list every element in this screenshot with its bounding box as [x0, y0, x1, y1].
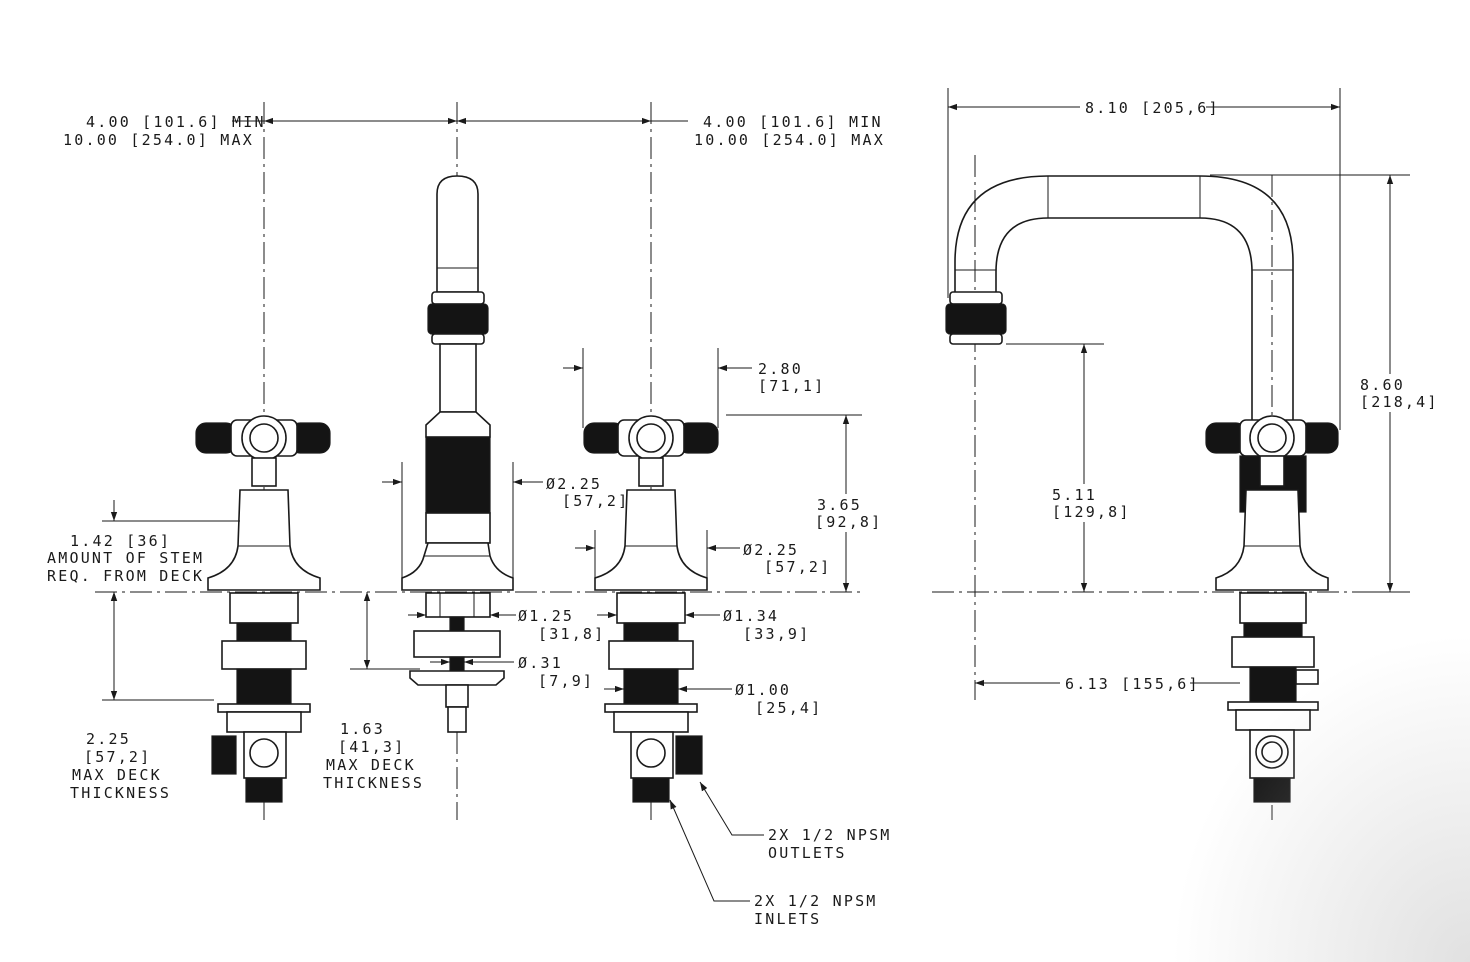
- handle-width-label-1: 2.80: [758, 360, 803, 378]
- spout-base-dia-label-2: [57,2]: [562, 492, 629, 510]
- deck-left-label-3: MAX DECK: [72, 766, 162, 784]
- spread-left-label-2: 10.00 [254.0] MAX: [63, 131, 254, 149]
- stem-amount-label-3: REQ. FROM DECK: [47, 567, 204, 585]
- deck-left-label-2: [57,2]: [84, 748, 151, 766]
- spout-front-view: [401, 175, 514, 733]
- spout-reach-label: 8.10 [205,6]: [1085, 99, 1220, 117]
- deck-mid-label-2: [41,3]: [338, 738, 405, 756]
- deck-left-label-4: THICKNESS: [70, 784, 171, 802]
- deck-mid-label-3: MAX DECK: [326, 756, 416, 774]
- spread-right-label-1: 4.00 [101.6] MIN: [703, 113, 883, 131]
- handle-base-dia-label-2: [57,2]: [764, 558, 831, 576]
- valve-thread-dia-label-1: Ø1.00: [735, 681, 791, 699]
- spout-height-label-2: [129,8]: [1052, 503, 1131, 521]
- spread-right-label-2: 10.00 [254.0] MAX: [694, 131, 885, 149]
- inlets-leader: [669, 799, 750, 902]
- left-handle-valve: [195, 415, 331, 803]
- right-handle-valve: [583, 415, 719, 803]
- overall-height-label-1: 8.60: [1360, 376, 1405, 394]
- handle-height-label-1: 3.65: [817, 496, 862, 514]
- outlets-label-2: OUTLETS: [768, 844, 847, 862]
- rod-dia-label-2: [7,9]: [538, 672, 594, 690]
- overall-height-label-2: [218,4]: [1360, 393, 1439, 411]
- handle-base-dia-label-1: Ø2.25: [743, 541, 799, 559]
- spout-to-valve-label: 6.13 [155,6]: [1065, 675, 1200, 693]
- shank-dia-label-2: [31,8]: [538, 625, 605, 643]
- deck-mid-label-1: 1.63: [340, 720, 385, 738]
- valve-shank-dia-label-2: [33,9]: [743, 625, 810, 643]
- stem-amount-label-1: 1.42 [36]: [70, 532, 171, 550]
- deck-mid-label-4: THICKNESS: [323, 774, 424, 792]
- outlets-leader: [699, 781, 764, 836]
- handle-width-label-2: [71,1]: [758, 377, 825, 395]
- spout-base-dia-label-1: Ø2.25: [546, 475, 602, 493]
- faucet-side-view: [945, 175, 1339, 803]
- valve-shank-dia-label-1: Ø1.34: [723, 607, 779, 625]
- spout-height-label-1: 5.11: [1052, 486, 1097, 504]
- rod-dia-label-1: Ø.31: [518, 654, 563, 672]
- spread-left-label-1: 4.00 [101.6] MIN: [86, 113, 266, 131]
- outlets-label-1: 2X 1/2 NPSM: [768, 826, 892, 844]
- handle-height-label-2: [92,8]: [815, 513, 882, 531]
- stem-amount-label-2: AMOUNT OF STEM: [47, 549, 204, 567]
- inlets-label-2: INLETS: [754, 910, 821, 928]
- shank-dia-label-1: Ø1.25: [518, 607, 574, 625]
- deck-left-label-1: 2.25: [86, 730, 131, 748]
- valve-thread-dia-label-2: [25,4]: [755, 699, 822, 717]
- inlets-label-1: 2X 1/2 NPSM: [754, 892, 878, 910]
